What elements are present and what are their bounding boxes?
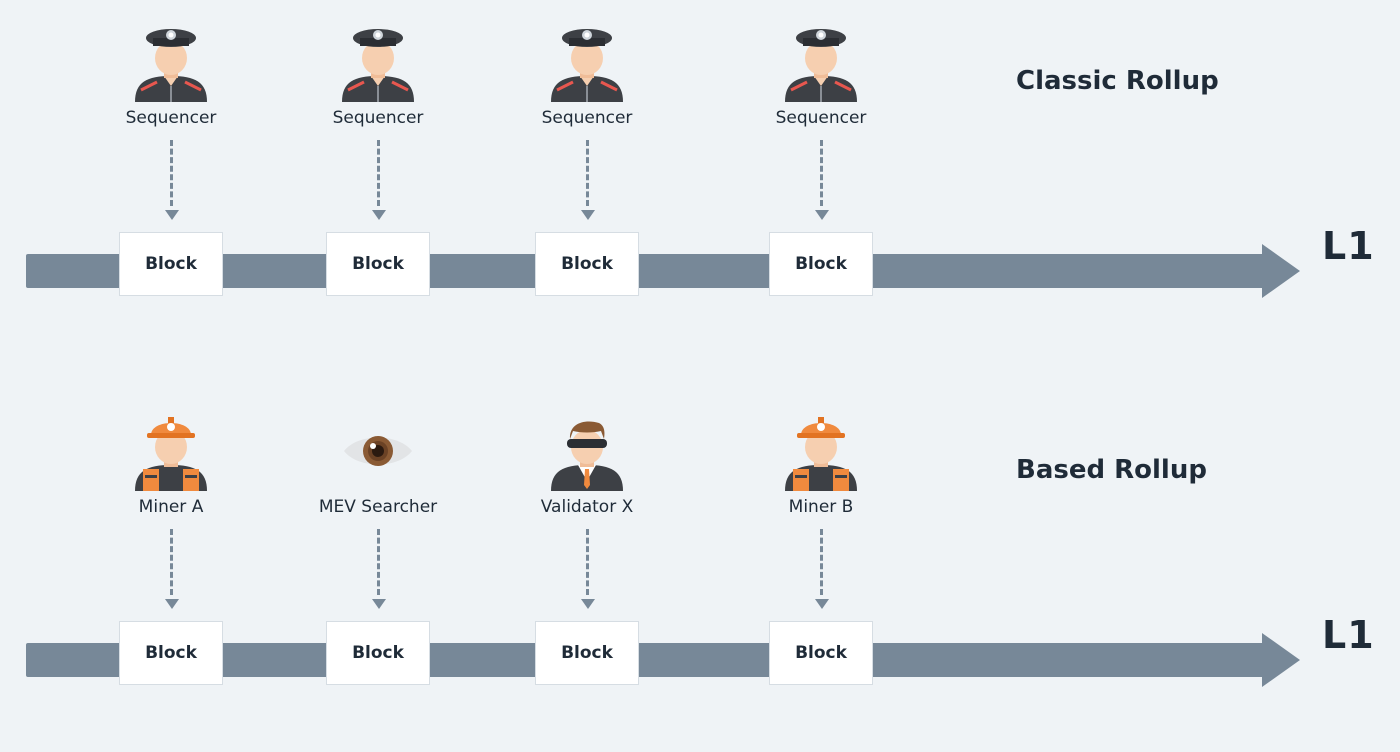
classic-rollup-section: L1 Classic Rollup Sequencer Block	[0, 0, 1400, 363]
sequencer-icon	[781, 20, 861, 106]
connector-arrow	[165, 210, 179, 220]
miner-icon	[131, 409, 211, 495]
dashed-connector	[586, 140, 589, 206]
based-rollup-section: L1 Based Rollup Miner A Block	[0, 389, 1400, 752]
connector-arrow	[581, 210, 595, 220]
actor-label: Sequencer	[541, 108, 633, 128]
connector-arrow	[815, 210, 829, 220]
eye-icon	[338, 409, 418, 495]
actor-label: Miner A	[138, 497, 204, 517]
connector-arrow	[372, 599, 386, 609]
timeline-arrow-head	[1262, 633, 1300, 687]
miner-icon	[781, 409, 861, 495]
dashed-connector	[377, 529, 380, 595]
actor-column: Sequencer Block	[741, 0, 901, 300]
chain-label: L1	[1322, 613, 1375, 657]
actor-label: Sequencer	[775, 108, 867, 128]
dashed-connector	[820, 529, 823, 595]
block: Block	[326, 232, 430, 296]
chain-label: L1	[1322, 224, 1375, 268]
rollup-title: Based Rollup	[1016, 455, 1207, 485]
block: Block	[769, 232, 873, 296]
block: Block	[769, 621, 873, 685]
sequencer-icon	[547, 20, 627, 106]
block: Block	[326, 621, 430, 685]
actor-column: Sequencer Block	[298, 0, 458, 300]
connector-arrow	[815, 599, 829, 609]
actor-column: Miner B Block	[741, 389, 901, 689]
dashed-connector	[377, 140, 380, 206]
actor-column: Sequencer Block	[91, 0, 251, 300]
dashed-connector	[170, 529, 173, 595]
connector-arrow	[372, 210, 386, 220]
validator-icon	[547, 409, 627, 495]
block: Block	[119, 621, 223, 685]
block: Block	[119, 232, 223, 296]
dashed-connector	[170, 140, 173, 206]
timeline-arrow-head	[1262, 244, 1300, 298]
l1-timeline	[26, 254, 1266, 288]
actor-column: MEV Searcher Block	[298, 389, 458, 689]
l1-timeline	[26, 643, 1266, 677]
connector-arrow	[581, 599, 595, 609]
actor-label: Miner B	[788, 497, 854, 517]
block: Block	[535, 232, 639, 296]
actor-column: Miner A Block	[91, 389, 251, 689]
connector-arrow	[165, 599, 179, 609]
actor-column: Validator X Block	[507, 389, 667, 689]
rollup-title: Classic Rollup	[1016, 66, 1219, 96]
block: Block	[535, 621, 639, 685]
dashed-connector	[820, 140, 823, 206]
sequencer-icon	[338, 20, 418, 106]
sequencer-icon	[131, 20, 211, 106]
actor-column: Sequencer Block	[507, 0, 667, 300]
dashed-connector	[586, 529, 589, 595]
actor-label: Sequencer	[125, 108, 217, 128]
actor-label: Validator X	[540, 497, 634, 517]
actor-label: Sequencer	[332, 108, 424, 128]
actor-label: MEV Searcher	[318, 497, 438, 517]
